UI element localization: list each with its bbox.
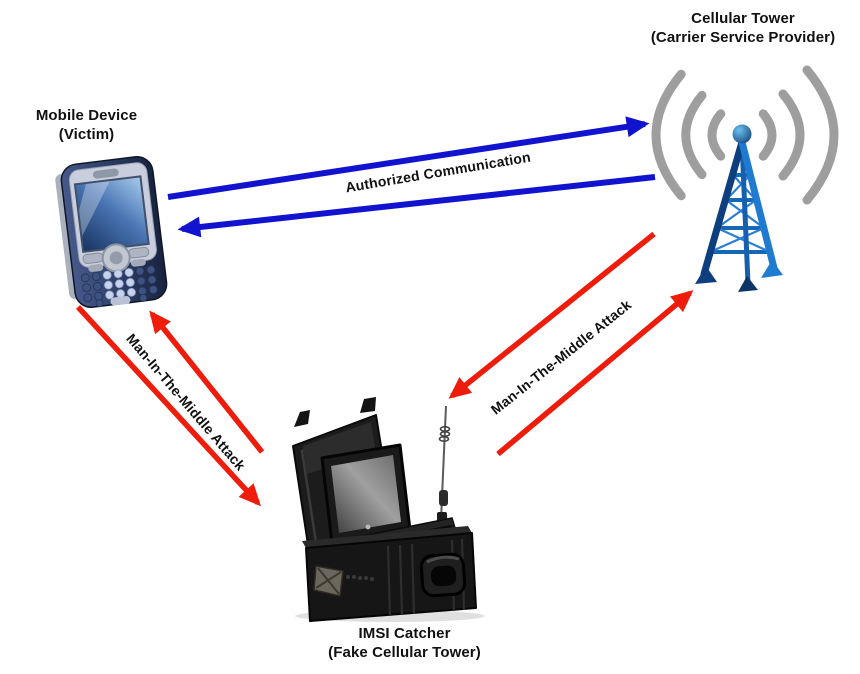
imsi-catcher-label: IMSI Catcher (Fake Cellular Tower) xyxy=(292,625,517,663)
arrow-mobile-to-imsi xyxy=(75,305,261,507)
tower-top-ball xyxy=(732,124,752,144)
mitm-tower-arrows xyxy=(448,231,694,457)
case-body xyxy=(302,526,477,622)
antenna xyxy=(437,405,451,522)
case-handle xyxy=(419,552,467,598)
imsi-catcher-label-line1: IMSI Catcher xyxy=(358,625,451,642)
mitm-mobile-arrows xyxy=(75,305,265,507)
arrow-tower-to-imsi xyxy=(448,231,656,399)
cellular-tower-label-line2: (Carrier Service Provider) xyxy=(650,28,836,46)
cell-tower-illustration xyxy=(651,65,839,292)
authorized-communication-arrows xyxy=(167,116,656,238)
phone-earpiece xyxy=(92,168,119,179)
arrow-mobile-to-tower xyxy=(167,116,650,200)
arrow-imsi-to-mobile xyxy=(149,310,265,454)
arrow-imsi-to-tower xyxy=(496,290,694,457)
phone-keyboard xyxy=(80,265,158,308)
cellular-tower-label: Cellular Tower (Carrier Service Provider… xyxy=(613,10,860,48)
imsi-catcher-illustration xyxy=(292,397,485,622)
mobile-device-label: Mobile Device (Victim) xyxy=(14,107,159,145)
tower-mast xyxy=(695,124,783,292)
arrow-tower-to-mobile xyxy=(177,174,656,238)
case-latch xyxy=(313,565,374,597)
mobile-device-label-line2: (Victim) xyxy=(58,125,115,143)
mobile-device-label-line1: Mobile Device xyxy=(35,107,138,124)
imsi-catcher-label-line2: (Fake Cellular Tower) xyxy=(328,643,481,661)
mobile-device-illustration xyxy=(55,156,168,308)
cellular-tower-label-line1: Cellular Tower xyxy=(691,10,795,27)
laptop-screen xyxy=(331,455,401,533)
signal-waves-icon xyxy=(651,65,839,205)
